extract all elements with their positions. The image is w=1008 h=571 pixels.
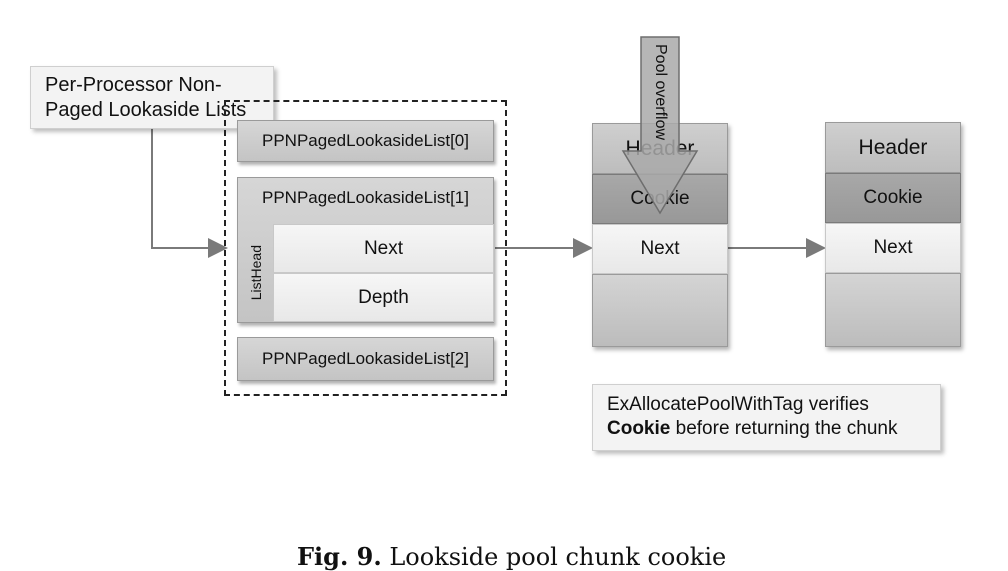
note-line-2: Cookie before returning the chunk (607, 417, 926, 441)
caption-prefix: Fig. 9. (297, 542, 382, 571)
pool-overflow-label-wrap: Pool overflow (641, 44, 679, 162)
chunk-1-body (592, 274, 728, 347)
pool-chunk-2: Header Cookie Next (825, 122, 961, 347)
lookaside-list-2-label: PPNPagedLookasideList[2] (262, 349, 469, 368)
chunk-2-body (825, 273, 961, 347)
label-to-listhead-arrow (151, 129, 228, 258)
chunk-2-cookie-label: Cookie (863, 187, 923, 208)
label-line-1: Per-Processor Non- (45, 74, 222, 96)
pool-overflow-label: Pool overflow (652, 44, 669, 141)
chunk-2-next: Next (825, 223, 961, 273)
listhead-depth-label: Depth (358, 286, 409, 308)
listhead-next-label: Next (363, 237, 404, 259)
lookaside-lists-group (224, 100, 507, 396)
chunk-2-header-label: Header (858, 135, 928, 159)
verification-note-box: ExAllocatePoolWithTag verifies Cookie be… (592, 384, 941, 451)
figure-caption: Fig. 9. Lookside pool chunk cookie (0, 514, 1008, 571)
label-line-2: Paged Lookaside Lists (45, 99, 247, 121)
note-cookie-bold: Cookie (607, 418, 671, 439)
lookaside-list-0: PPNPagedLookasideList[0] (237, 120, 494, 162)
lookaside-list-2: PPNPagedLookasideList[2] (237, 337, 494, 381)
chunk-2-cookie: Cookie (825, 173, 961, 223)
lookaside-list-1-label: PPNPagedLookasideList[1] (262, 188, 469, 207)
pool-overflow-arrow (621, 36, 699, 215)
chunk-1-next-label: Next (640, 238, 680, 259)
lookaside-list-0-label: PPNPagedLookasideList[0] (262, 131, 469, 150)
per-processor-label-box: Per-Processor Non- Paged Lookaside Lists (30, 66, 274, 129)
chunk-1-next: Next (592, 224, 728, 274)
chunk-2-next-label: Next (873, 237, 913, 258)
note-line-1: ExAllocatePoolWithTag verifies (607, 394, 869, 415)
caption-text: Lookside pool chunk cookie (381, 543, 727, 571)
listhead-next-cell: Next (273, 224, 494, 273)
chunk-2-header: Header (825, 122, 961, 173)
note-line-2-rest: before returning the chunk (670, 418, 898, 439)
listhead-depth-cell: Depth (273, 273, 494, 322)
